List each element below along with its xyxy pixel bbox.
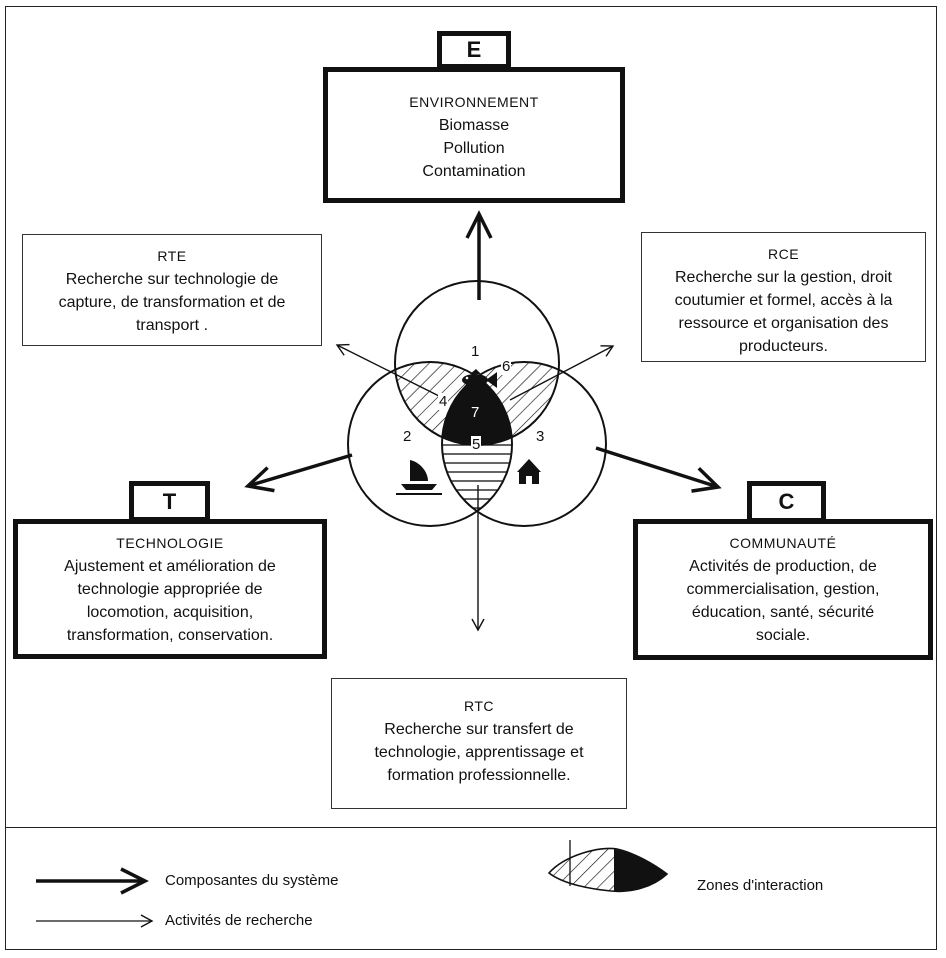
circle-community bbox=[441, 361, 607, 527]
zone-7-label: 7 bbox=[471, 404, 480, 421]
rte-line: capture, de transformation et de bbox=[58, 294, 286, 311]
community-title: COMMUNAUTÉ bbox=[729, 535, 837, 551]
community-line: commercialisation, gestion, bbox=[686, 581, 880, 598]
sailboat-icon bbox=[396, 460, 442, 495]
circle-technology bbox=[347, 361, 513, 527]
rce-line: Recherche sur la gestion, droit bbox=[675, 269, 892, 286]
zone-4-label: 4 bbox=[438, 393, 449, 410]
rtc-box: RTC Recherche sur transfert de technolog… bbox=[331, 678, 627, 809]
arrow-to-community bbox=[595, 446, 722, 493]
rce-line: producteurs. bbox=[739, 338, 828, 355]
technology-line: locomotion, acquisition, bbox=[86, 604, 254, 621]
community-line: sociale. bbox=[755, 627, 811, 644]
technology-line: transformation, conservation. bbox=[66, 627, 274, 644]
technology-line: Ajustement et amélioration de bbox=[64, 558, 276, 575]
rte-line: transport . bbox=[135, 317, 209, 334]
legend-interaction-zone-icon bbox=[547, 840, 669, 893]
zone-6-label: 6 bbox=[501, 358, 512, 375]
rce-title: RCE bbox=[767, 246, 800, 262]
technology-title: TECHNOLOGIE bbox=[116, 535, 224, 551]
technology-tag: T bbox=[129, 481, 210, 522]
environment-box: ENVIRONNEMENT Biomasse Pollution Contami… bbox=[323, 67, 625, 203]
fish-icon bbox=[462, 369, 497, 391]
environment-line: Biomasse bbox=[438, 117, 510, 134]
zone-2-label: 2 bbox=[403, 428, 412, 445]
arrow-to-rte bbox=[335, 343, 448, 401]
community-box: COMMUNAUTÉ Activités de production, de c… bbox=[633, 519, 933, 660]
legend-divider bbox=[5, 827, 937, 828]
rce-line: coutumier et formel, accès à la bbox=[674, 292, 893, 309]
zone-5-label: 5 bbox=[471, 436, 482, 453]
legend-interaction-zones-label: Zones d'interaction bbox=[697, 877, 824, 894]
environment-title: ENVIRONNEMENT bbox=[409, 94, 539, 110]
rtc-line: formation professionnelle. bbox=[387, 767, 571, 784]
rte-title: RTE bbox=[157, 248, 187, 264]
environment-tag: E bbox=[437, 31, 511, 69]
zone-1-label: 1 bbox=[471, 343, 480, 360]
environment-line: Pollution bbox=[443, 140, 505, 157]
community-tag: C bbox=[747, 481, 826, 523]
house-icon bbox=[517, 459, 541, 484]
rce-line: ressource et organisation des bbox=[678, 315, 889, 332]
zone-3-label: 3 bbox=[536, 428, 545, 445]
community-line: éducation, santé, sécurité bbox=[691, 604, 875, 621]
arrow-to-technology bbox=[244, 453, 353, 493]
technology-box: TECHNOLOGIE Ajustement et amélioration d… bbox=[13, 519, 327, 659]
legend-research-activities-label: Activités de recherche bbox=[165, 912, 313, 929]
rte-line: Recherche sur technologie de bbox=[65, 271, 279, 288]
rtc-line: technologie, apprentissage et bbox=[374, 744, 584, 761]
environment-line: Contamination bbox=[422, 163, 526, 180]
legend-system-components-label: Composantes du système bbox=[165, 872, 339, 889]
technology-line: technologie appropriée de bbox=[77, 581, 263, 598]
arrow-to-rce bbox=[509, 345, 615, 401]
zone-7-fill bbox=[442, 362, 512, 445]
rtc-title: RTC bbox=[463, 698, 495, 714]
rtc-line: Recherche sur transfert de bbox=[384, 721, 574, 738]
figure-frame bbox=[5, 6, 937, 950]
rte-box: RTE Recherche sur technologie de capture… bbox=[22, 234, 322, 346]
community-line: Activités de production, de bbox=[689, 558, 877, 575]
rce-box: RCE Recherche sur la gestion, droit cout… bbox=[641, 232, 926, 362]
